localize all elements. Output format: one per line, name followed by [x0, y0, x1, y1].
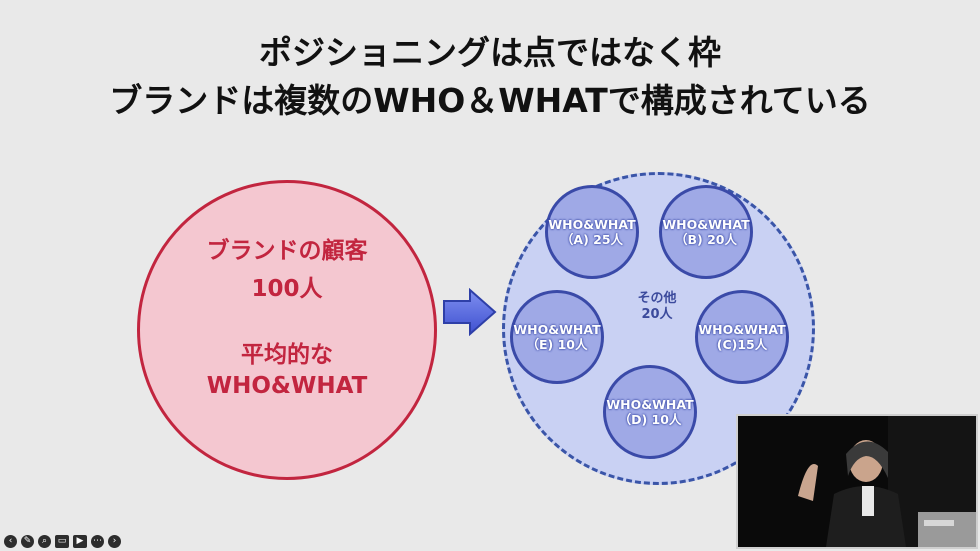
speaker-image [738, 416, 976, 547]
segment-c-label: WHO&WHAT [698, 322, 786, 337]
segment-a-label: WHO&WHAT [548, 217, 636, 232]
brand-customers-circle: ブランドの顧客 100人 平均的な WHO&WHAT [137, 180, 437, 480]
pen-icon[interactable]: ✎ [21, 534, 34, 548]
other-count: 20人 [641, 307, 673, 322]
right-arrow-icon [443, 288, 497, 336]
prev-icon[interactable]: ‹ [4, 534, 17, 548]
segment-b: WHO&WHAT （B) 20人 [659, 185, 753, 279]
average-who-what: WHO&WHAT [206, 373, 368, 399]
customers-label: ブランドの顧客 [206, 238, 368, 264]
segment-d: WHO&WHAT （D) 10人 [603, 365, 697, 459]
segment-d-detail: （D) 10人 [618, 412, 682, 427]
segment-b-label: WHO&WHAT [662, 217, 750, 232]
segment-a-detail: （A) 25人 [560, 232, 624, 247]
slide-title-line2: ブランドは複数のWHO＆WHATで構成されている [109, 81, 871, 120]
customers-count: 100人 [251, 276, 323, 302]
average-label: 平均的な [241, 342, 333, 368]
segment-a: WHO&WHAT （A) 25人 [545, 185, 639, 279]
more-icon[interactable]: ⋯ [91, 534, 104, 548]
segment-d-label: WHO&WHAT [606, 397, 694, 412]
segment-b-detail: （B) 20人 [675, 232, 737, 247]
slide-title-line1: ポジショニングは点ではなく枠 [259, 33, 721, 72]
segment-e-label: WHO&WHAT [513, 322, 601, 337]
speaker-video [736, 414, 978, 549]
cc-icon[interactable]: ▭ [55, 534, 69, 548]
next-icon[interactable]: › [108, 534, 121, 548]
segment-c: WHO&WHAT (C)15人 [695, 290, 789, 384]
segment-e: WHO&WHAT （E) 10人 [510, 290, 604, 384]
segment-e-detail: （E) 10人 [526, 337, 588, 352]
other-segment: その他 20人 [617, 291, 697, 323]
segment-c-detail: (C)15人 [716, 337, 768, 352]
camera-icon[interactable]: ▶ [73, 534, 87, 548]
zoom-icon[interactable]: ⌕ [38, 534, 51, 548]
slide-controls: ‹ ✎ ⌕ ▭ ▶ ⋯ › [4, 534, 121, 548]
other-label: その他 [637, 291, 677, 306]
